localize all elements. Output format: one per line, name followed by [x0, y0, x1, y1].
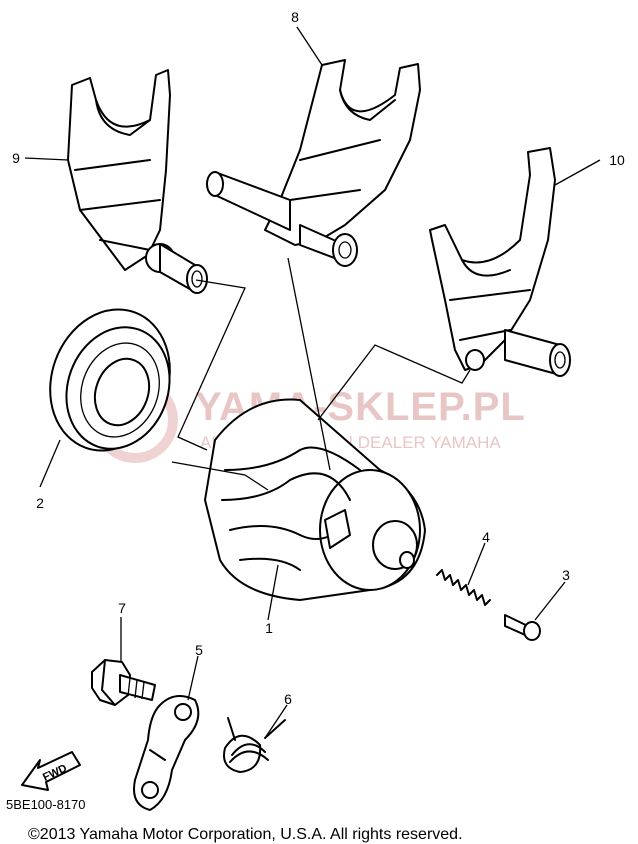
stopper-lever-5 [133, 695, 200, 811]
callout-7: 7 [118, 600, 126, 616]
copyright-notice: ©2013 Yamaha Motor Corporation, U.S.A. A… [28, 826, 463, 843]
torsion-spring-6 [223, 717, 286, 773]
callout-1: 1 [265, 620, 273, 636]
callout-9: 9 [12, 150, 20, 166]
shift-fork-8 [206, 59, 421, 267]
callout-3: 3 [562, 567, 570, 583]
shift-drum-1 [204, 398, 426, 601]
callout-2: 2 [36, 495, 44, 511]
fwd-arrow-icon: FWD [21, 751, 81, 791]
spring-4 [436, 569, 491, 606]
bearing-2 [49, 308, 171, 452]
callout-4: 4 [482, 529, 490, 545]
bolt-7 [91, 659, 156, 706]
pin-3 [504, 614, 541, 641]
callout-8: 8 [291, 9, 299, 25]
part-code: 5BE100-8170 [6, 797, 86, 812]
shift-fork-10 [429, 147, 571, 377]
leader-lines [24, 26, 601, 739]
callout-5: 5 [195, 642, 203, 658]
callout-6: 6 [284, 691, 292, 707]
shift-fork-9 [67, 69, 208, 294]
callout-10: 10 [609, 152, 625, 168]
callout-numbers: 1 2 3 4 5 6 7 8 9 10 [12, 9, 625, 707]
